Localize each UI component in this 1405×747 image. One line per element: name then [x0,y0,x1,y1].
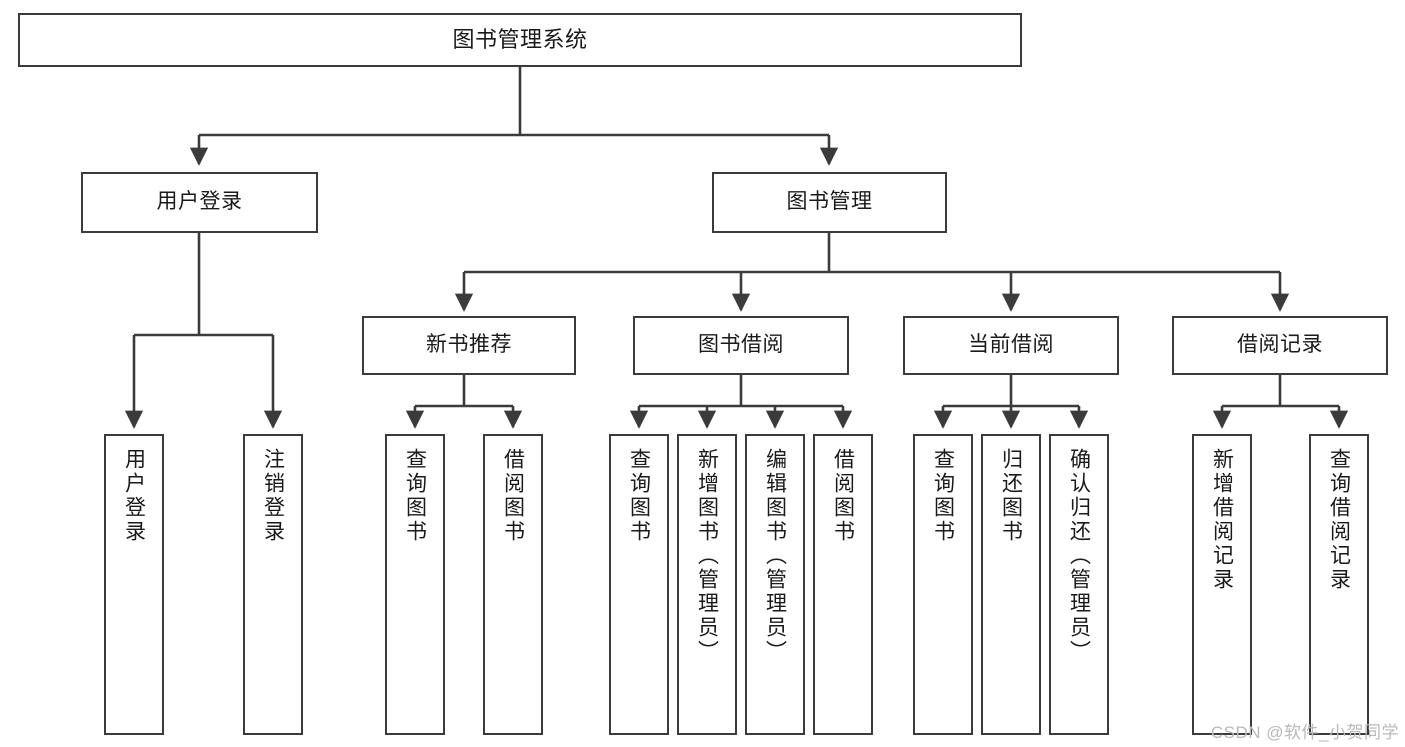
node-label: 新增借阅记录 [1210,448,1234,592]
node-label: 查询图书 [403,448,427,544]
csdn-watermark: CSDN @软件_小贺同学 [1210,723,1399,742]
leaf-user-login-login[interactable]: 用户登录 [104,434,164,735]
leaf-user-login-logout[interactable]: 注销登录 [243,434,303,735]
node-user-login[interactable]: 用户登录 [81,172,318,233]
node-label: 确认归还（管理员） [1067,448,1091,664]
node-label: 当前借阅 [968,333,1054,357]
node-label: 借阅图书 [831,448,855,544]
node-label: 查询图书 [931,448,955,544]
node-book-borrow[interactable]: 图书借阅 [633,316,849,375]
node-root-book-management-system[interactable]: 图书管理系统 [18,13,1022,67]
node-label: 借阅记录 [1237,333,1323,357]
leaf-new-book-query-book[interactable]: 查询图书 [385,434,445,735]
node-label: 查询借阅记录 [1327,448,1351,592]
node-label: 用户登录 [156,190,243,214]
node-borrow-record[interactable]: 借阅记录 [1172,316,1388,375]
node-label: 归还图书 [999,448,1023,544]
leaf-book-borrow-edit-book-admin[interactable]: 编辑图书（管理员） [745,434,805,735]
node-label: 查询图书 [627,448,651,544]
node-label: 图书管理系统 [452,27,588,53]
leaf-current-borrow-query-book[interactable]: 查询图书 [913,434,973,735]
leaf-current-borrow-return-book[interactable]: 归还图书 [981,434,1041,735]
node-label: 图书借阅 [698,333,784,357]
node-label: 借阅图书 [501,448,525,544]
leaf-new-book-borrow-book[interactable]: 借阅图书 [483,434,543,735]
node-label: 注销登录 [261,448,285,544]
leaf-borrow-record-add-record[interactable]: 新增借阅记录 [1192,434,1252,735]
leaf-borrow-record-query-record[interactable]: 查询借阅记录 [1309,434,1369,735]
node-book-management[interactable]: 图书管理 [712,172,947,233]
leaf-book-borrow-add-book-admin[interactable]: 新增图书（管理员） [677,434,737,735]
node-current-borrow[interactable]: 当前借阅 [903,316,1119,375]
node-label: 新增图书（管理员） [695,448,719,664]
node-label: 用户登录 [122,448,146,544]
node-label: 图书管理 [786,190,873,214]
leaf-book-borrow-query-book[interactable]: 查询图书 [609,434,669,735]
leaf-book-borrow-borrow-book[interactable]: 借阅图书 [813,434,873,735]
node-label: 编辑图书（管理员） [763,448,787,664]
leaf-current-borrow-confirm-return-admin[interactable]: 确认归还（管理员） [1049,434,1109,735]
node-label: 新书推荐 [426,333,512,357]
node-new-book-recommend[interactable]: 新书推荐 [362,316,576,375]
